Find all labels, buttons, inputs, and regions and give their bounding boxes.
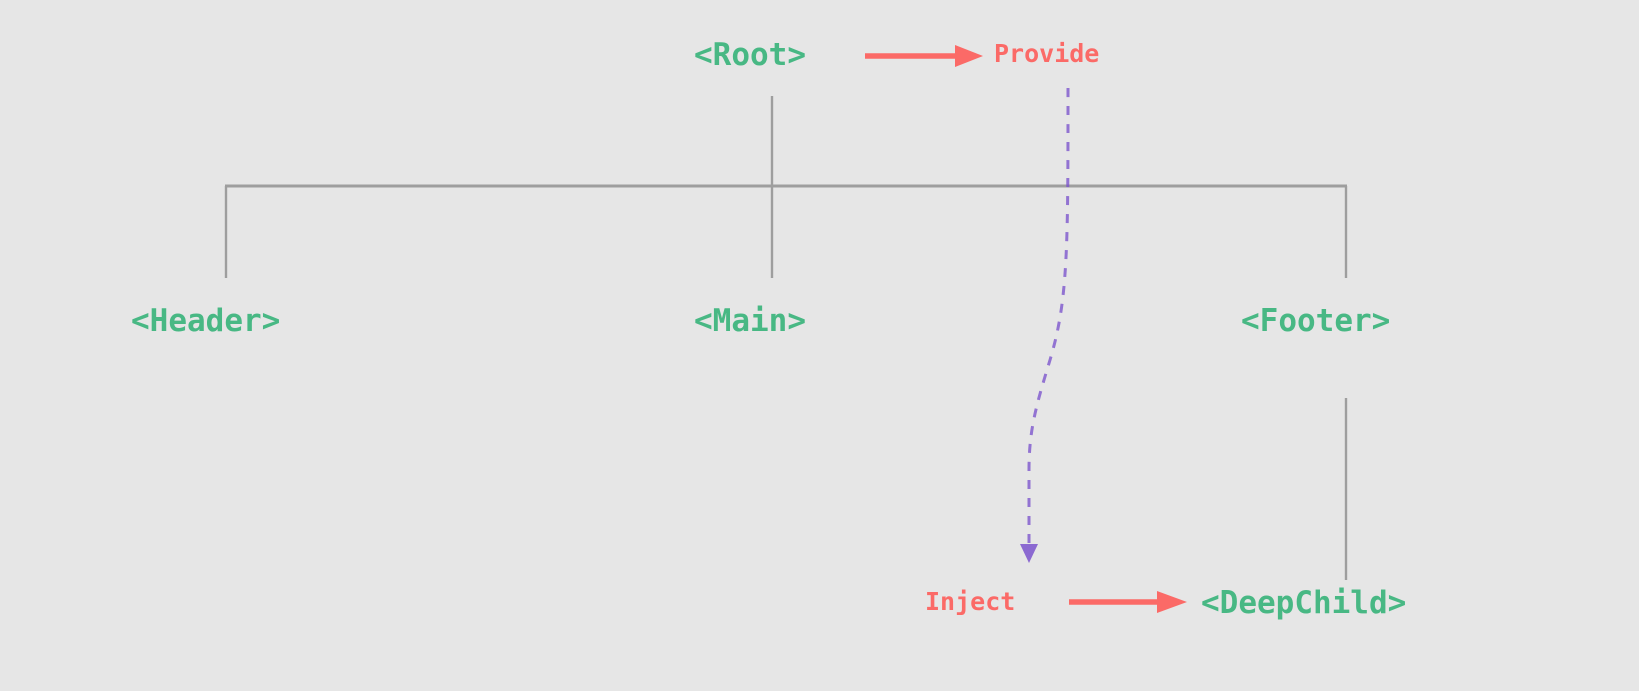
node-header[interactable]: <Header>	[131, 303, 281, 339]
provide-arrow-icon	[865, 45, 983, 67]
node-root[interactable]: <Root>	[694, 37, 806, 73]
dependency-injection-curve	[1020, 87, 1070, 563]
flow-label-provide[interactable]: Provide	[994, 39, 1100, 68]
node-main[interactable]: <Main>	[694, 303, 806, 339]
flow-label-inject[interactable]: Inject	[925, 587, 1016, 616]
injection-arrowhead-icon	[1020, 544, 1038, 563]
node-deepchild[interactable]: <DeepChild>	[1201, 585, 1407, 621]
node-footer[interactable]: <Footer>	[1241, 303, 1391, 339]
inject-arrow-icon	[1069, 591, 1187, 613]
